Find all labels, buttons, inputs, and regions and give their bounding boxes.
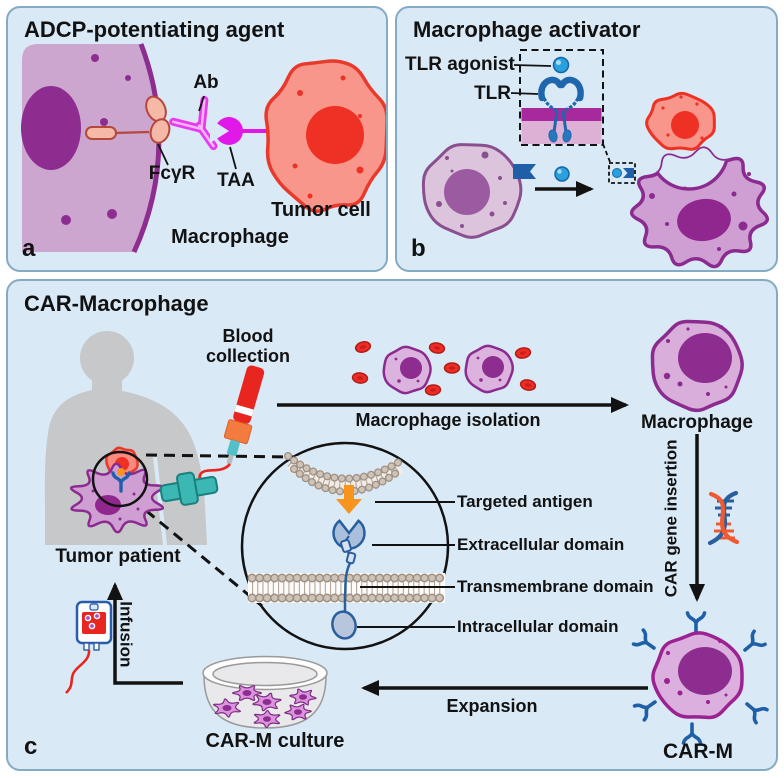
- tlr-label: TLR: [474, 83, 511, 104]
- intracellular-domain-label: Intracellular domain: [457, 617, 619, 636]
- tlr-agonist-label: TLR agonist: [405, 54, 515, 75]
- tlr-surface-receptor-icon: [513, 164, 536, 179]
- car-construct: [331, 485, 366, 640]
- docked-receptor-box: [602, 143, 636, 184]
- panel-b-letter: b: [411, 235, 426, 262]
- isolation-cells: [351, 341, 537, 396]
- red-blood-cells: [351, 341, 537, 396]
- tumor-site: [69, 446, 165, 534]
- cell-membrane-curved: [284, 452, 406, 496]
- zoom-dashed-lines: [131, 453, 296, 608]
- dna-icon: [707, 490, 740, 546]
- tumor-cell: [264, 59, 386, 213]
- transmembrane-domain-label: Transmembrane domain: [457, 577, 654, 596]
- tlr-inset-box: [519, 49, 604, 146]
- extracellular-domain-label: Extracellular domain: [457, 535, 625, 554]
- antibody-icon: [169, 95, 218, 151]
- car-m-cell: [631, 611, 769, 745]
- macrophage-isolation-label: Macrophage isolation: [355, 410, 541, 430]
- blood-collection-label: Blood collection: [205, 326, 290, 366]
- activation-arrow: [535, 166, 594, 197]
- antigen-binding-arrow-icon: [336, 485, 362, 514]
- infusion-label: Infusion: [116, 601, 136, 668]
- panel-c: CAR-Macrophage Blood collection Tumor pa…: [6, 279, 778, 771]
- tlr-agonist-sphere-icon: [552, 56, 570, 74]
- petri-dish: [202, 655, 328, 729]
- fcgr-receptor-icon: [85, 95, 171, 144]
- ab-label: Ab: [193, 72, 219, 93]
- pointer-lines: [357, 501, 455, 628]
- panel-c-illustration: [44, 319, 769, 745]
- tumor-cell: [645, 91, 716, 151]
- macrophage-cutaway: [21, 43, 162, 254]
- panel-b: Macrophage activator TLR agonist TLR b: [395, 6, 778, 272]
- car-structure-diagram: [240, 441, 455, 651]
- car-m-label: CAR-M: [663, 740, 733, 763]
- tlr-receptor-icon: [538, 76, 584, 143]
- cultured-car-m-cells: [213, 685, 317, 729]
- car-gene-insertion-label: CAR gene insertion: [661, 439, 681, 598]
- macrophage-label: Macrophage: [641, 412, 753, 433]
- tumor-patient-label: Tumor patient: [55, 546, 181, 567]
- expansion-label: Expansion: [446, 696, 538, 716]
- fcgr-label: FcγR: [148, 163, 196, 184]
- targeted-antigen-label: Targeted antigen: [457, 492, 593, 511]
- car-m-culture-label: CAR-M culture: [205, 730, 345, 752]
- panel-b-illustration: [421, 49, 769, 269]
- panel-c-title: CAR-Macrophage: [24, 291, 209, 316]
- panel-a-letter: a: [22, 235, 36, 262]
- resting-macrophage: [421, 143, 536, 239]
- isolated-macrophage: [650, 319, 744, 413]
- tourniquet: [159, 471, 219, 506]
- blood-bag-icon: [65, 600, 113, 694]
- blood-collection-tube: [198, 365, 265, 491]
- macrophage-label: Macrophage: [171, 226, 289, 248]
- panel-a-illustration: [21, 43, 386, 254]
- tumor-cell-label: Tumor cell: [271, 199, 371, 221]
- panel-b-title: Macrophage activator: [413, 17, 641, 42]
- panel-a: ADCP-potentiating agent Ab FcγR TAA Tumo…: [6, 6, 388, 272]
- panel-a-title: ADCP-potentiating agent: [24, 17, 285, 42]
- panel-c-letter: c: [24, 733, 38, 760]
- infusion-arrow: [107, 582, 183, 685]
- pointer-lines: [510, 64, 552, 95]
- pointer-lines: [157, 95, 237, 170]
- taa-label: TAA: [217, 170, 255, 191]
